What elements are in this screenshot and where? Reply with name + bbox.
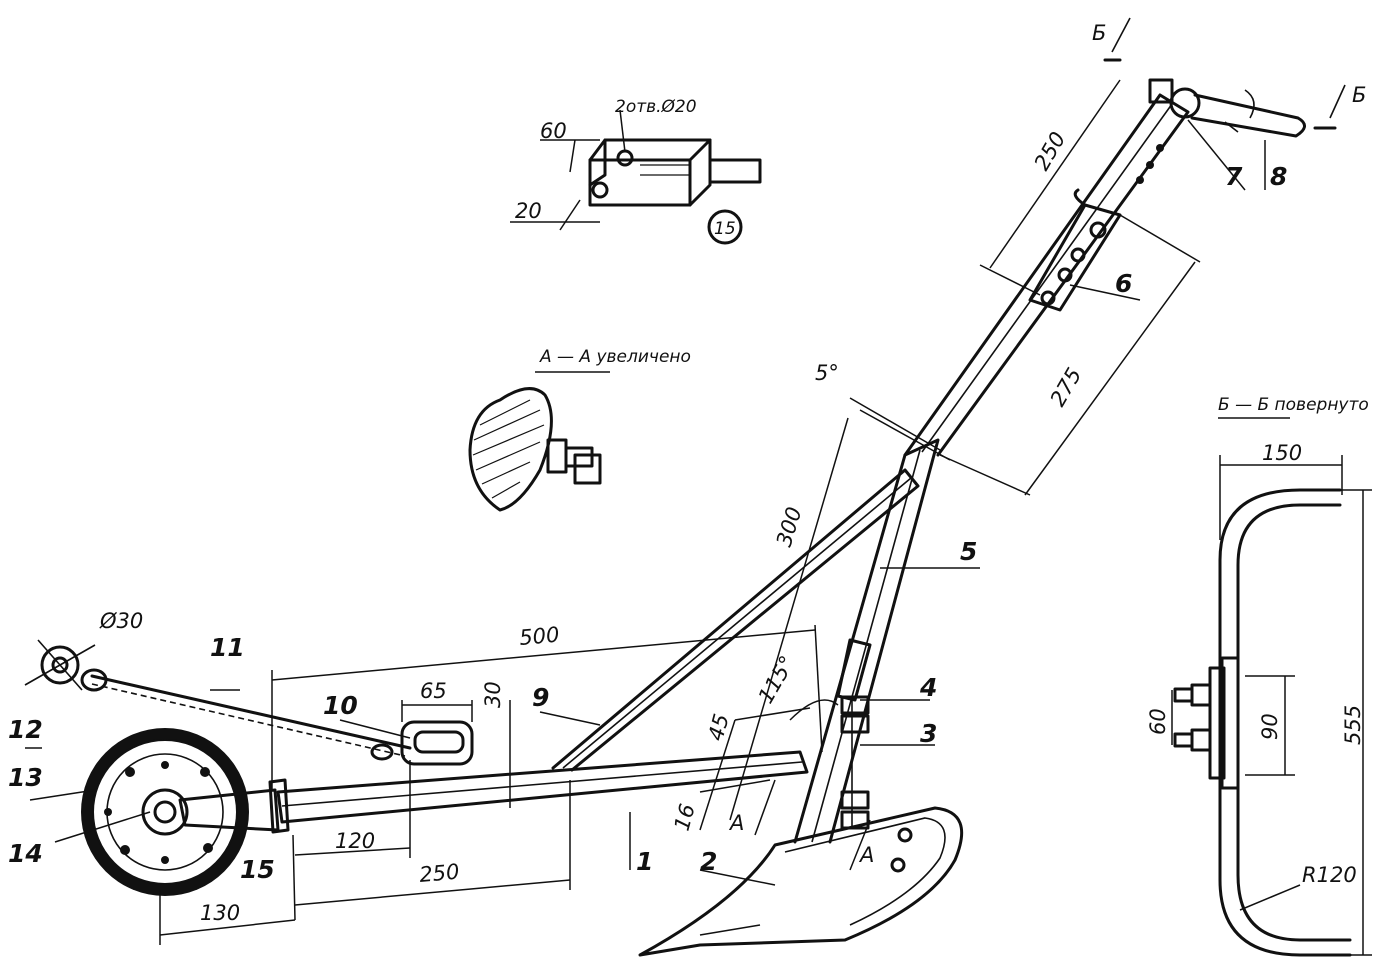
section-a-mark-left: А [728, 811, 744, 835]
part-label-12: 12 [8, 715, 43, 744]
eye-ring [24, 639, 96, 691]
section-b-title: Б — Б повернуто [1218, 395, 1369, 415]
section-a-mark-right: А [858, 843, 874, 867]
dim-beam: 500 [518, 623, 560, 650]
part-label-9: 9 [532, 683, 549, 712]
part-label-5: 5 [960, 537, 977, 566]
part-label-3: 3 [920, 719, 937, 748]
dim-bracket-20: 20 [515, 199, 542, 223]
part-label-6: 6 [1115, 269, 1132, 298]
dim-handle-width: 150 [1262, 441, 1302, 465]
detail-15-bracket [510, 109, 762, 245]
dimension-labels: 250 275 5° 300 500 115° 45 16 65 30 120 … [99, 97, 1365, 925]
dim-bracket-holes: 2отв.Ø20 [615, 97, 697, 117]
section-labels: А — А увеличено Б — Б повернуто А А Б Б … [539, 21, 1369, 867]
part-label-10: 10 [323, 691, 358, 720]
plough-assembly [24, 78, 1306, 957]
tension-rod [80, 668, 412, 761]
wheel [81, 728, 280, 896]
detail-15-label: 15 [714, 219, 736, 239]
section-b-mark-left: Б [1092, 21, 1106, 45]
slot-plate [400, 720, 474, 766]
dim-handle-radius: R120 [1302, 863, 1357, 887]
part-label-11: 11 [210, 633, 245, 662]
plough-share [638, 806, 964, 957]
dim-shank-16: 16 [670, 801, 700, 833]
part-labels: 1 2 3 4 5 6 7 8 9 10 11 12 13 14 15 [8, 162, 1287, 884]
handle-grip [1148, 78, 1306, 138]
part-label-8: 8 [1270, 162, 1287, 191]
part-label-1: 1 [636, 847, 653, 876]
dimension-lines [25, 17, 1346, 945]
part-label-4: 4 [919, 673, 937, 702]
section-b-b [1171, 417, 1372, 957]
part-label-15: 15 [240, 855, 275, 884]
dim-clamp-90: 90 [1258, 713, 1282, 740]
part-label-2: 2 [700, 847, 717, 876]
dim-handle-height: 555 [1341, 705, 1365, 745]
dim-clamp-60: 60 [1146, 708, 1170, 735]
section-a-a [468, 371, 610, 512]
dim-shank-angle: 115° [754, 652, 800, 708]
dim-beam-250: 250 [418, 860, 460, 887]
dim-bracket-60: 60 [540, 119, 567, 143]
dim-slot-length: 65 [420, 679, 447, 703]
dim-handle-grip: 250 [1030, 128, 1071, 175]
dim-eye-diameter: Ø30 [99, 609, 143, 633]
dim-handle-bend: 275 [1046, 364, 1087, 411]
dim-beam-120: 120 [335, 829, 375, 853]
handle-adjuster [1028, 144, 1164, 312]
dim-bend-angle: 5° [815, 361, 839, 385]
dim-wheel-offset: 130 [200, 901, 240, 925]
dim-strut: 300 [772, 504, 807, 549]
part-label-13: 13 [8, 763, 43, 792]
dim-slot-width: 30 [481, 681, 505, 708]
shank-clamp [836, 638, 872, 830]
part-label-14: 14 [8, 839, 43, 868]
part-label-7: 7 [1225, 162, 1243, 191]
section-b-mark-right: Б [1352, 83, 1366, 107]
section-a-title: А — А увеличено [539, 347, 691, 367]
